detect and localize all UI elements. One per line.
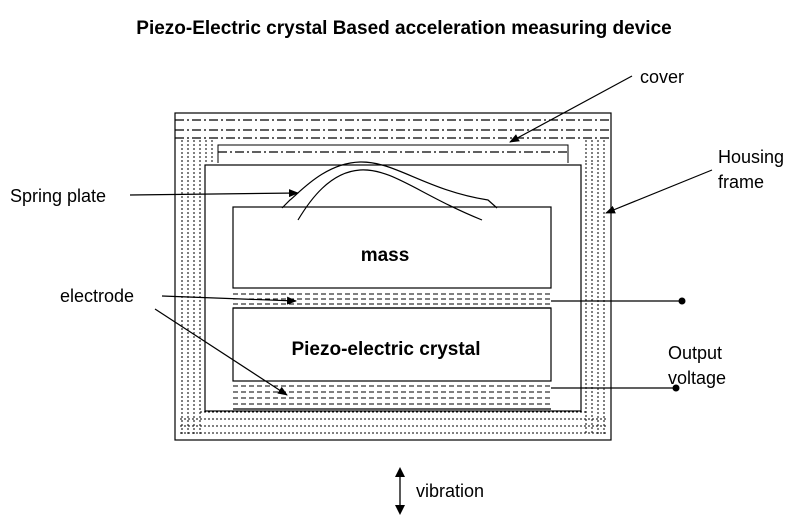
vibration-arrow-icon — [395, 467, 405, 515]
top-electrode — [233, 293, 551, 305]
output-terminal-top — [678, 297, 686, 305]
cover-arrow — [509, 75, 633, 143]
electrode-arrow-bottom — [154, 308, 288, 396]
leader-arrows — [129, 75, 713, 396]
spring-plate-arrow — [129, 189, 299, 198]
cover-label: cover — [640, 67, 684, 87]
diagram-title: Piezo-Electric crystal Based acceleratio… — [136, 18, 671, 39]
bottom-electrode — [233, 385, 551, 405]
crystal-label: Piezo-electric crystal — [291, 339, 480, 360]
housing-arrow — [605, 169, 713, 214]
housing-label-line1: Housing — [718, 147, 784, 167]
spring-plate — [281, 161, 498, 221]
piezo-crystal — [232, 307, 552, 382]
electrode-arrow-top — [161, 295, 297, 305]
housing-frame — [174, 112, 612, 441]
mass-block — [232, 206, 552, 289]
output-label-line2: voltage — [668, 368, 726, 388]
spring-plate-label: Spring plate — [10, 186, 106, 206]
housing-label-line2: frame — [718, 172, 764, 192]
electrode-label: electrode — [60, 286, 134, 306]
inner-frame — [204, 164, 582, 412]
vibration-label: vibration — [416, 481, 484, 501]
output-label-line1: Output — [668, 343, 722, 363]
cover — [175, 119, 611, 153]
mass-label: mass — [361, 245, 410, 266]
output-terminal-bottom — [672, 384, 680, 392]
